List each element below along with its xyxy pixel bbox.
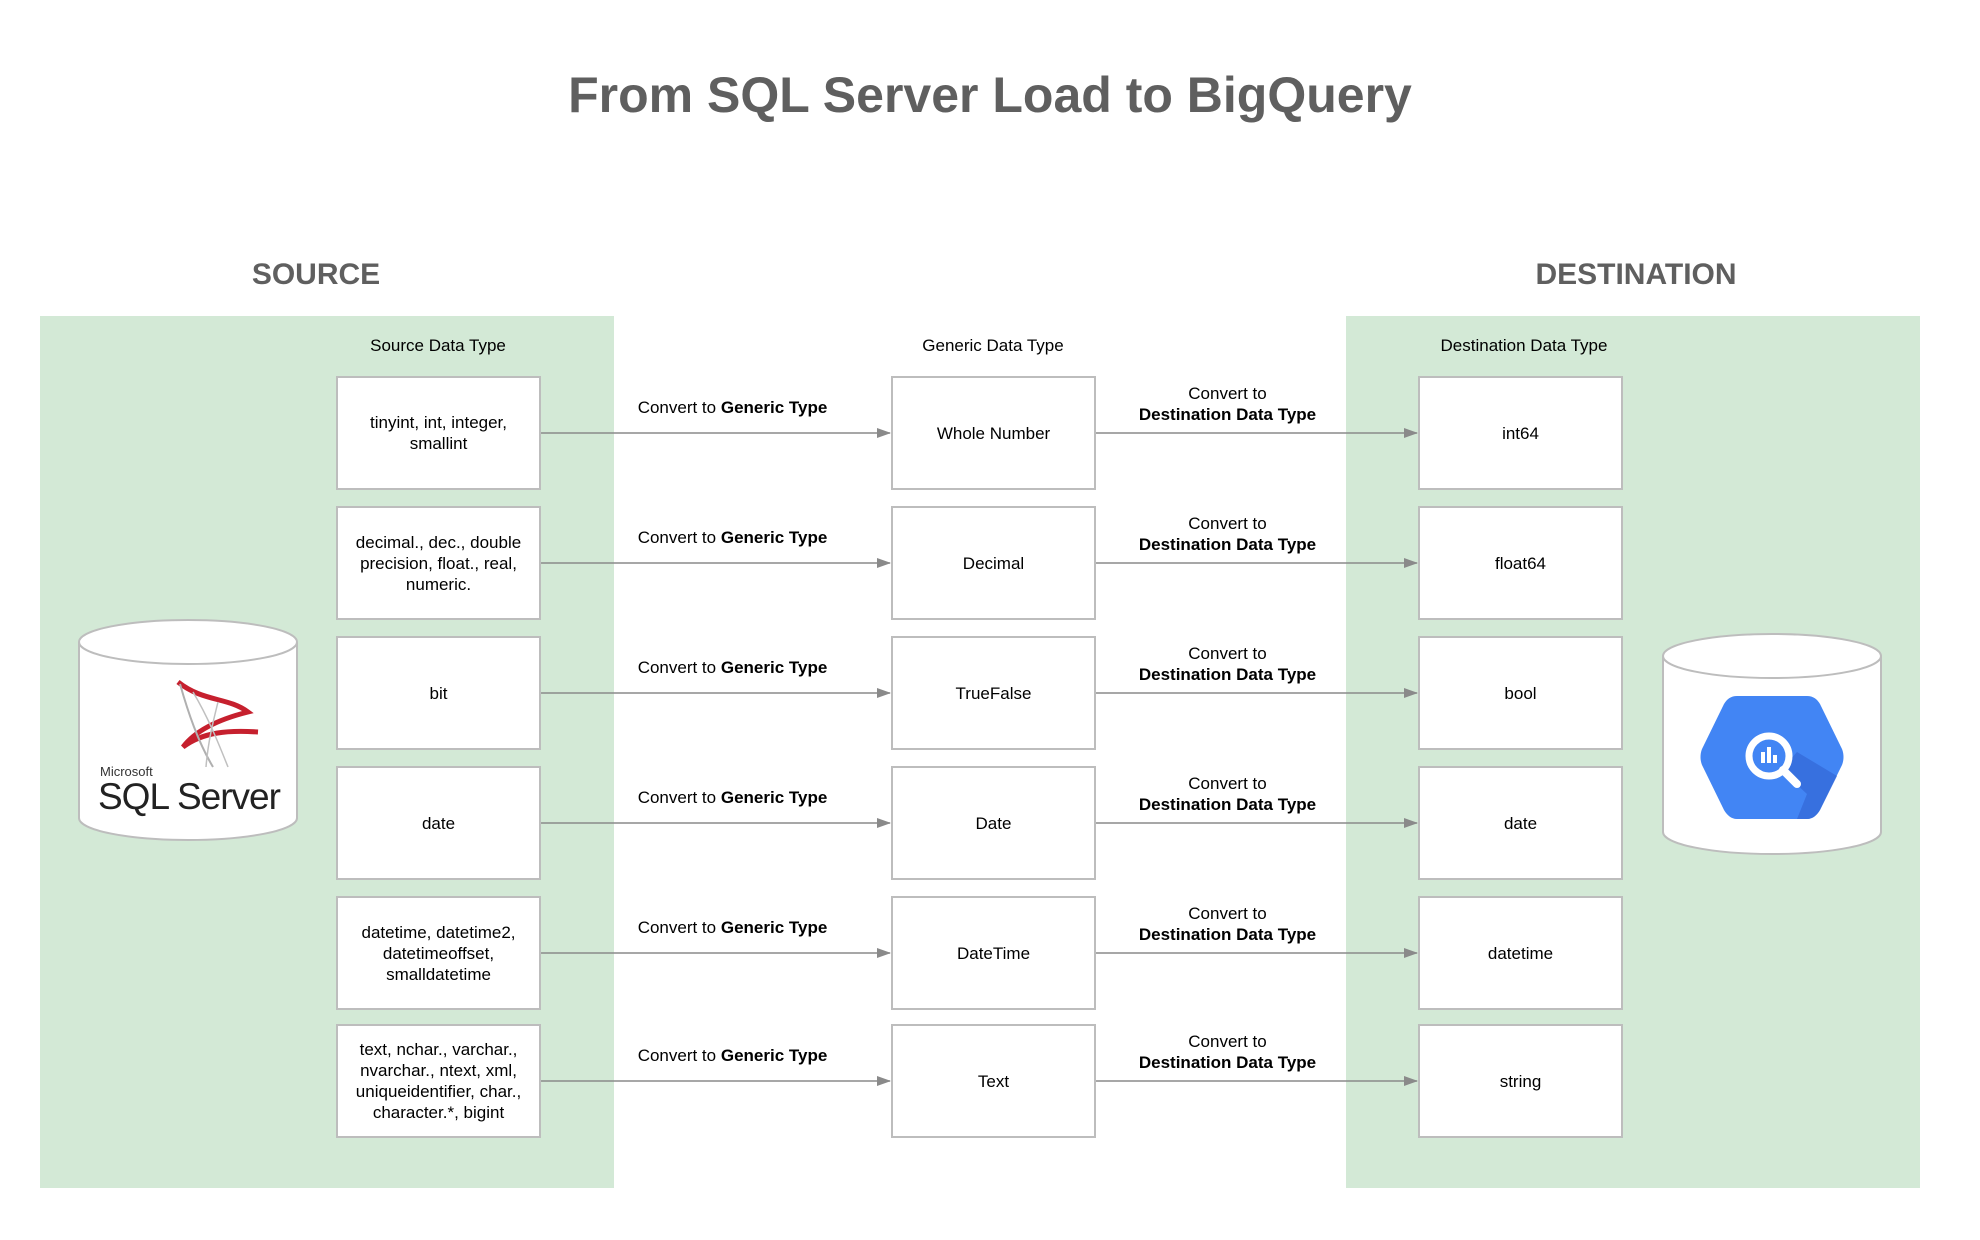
convert-to-generic-bold: Generic Type bbox=[720, 1046, 828, 1065]
source-type-box: decimal., dec., double precision, float.… bbox=[336, 506, 541, 620]
convert-to-destination-bold: Destination Data Type bbox=[1138, 405, 1317, 424]
convert-to-generic-label: Convert to Generic Type bbox=[600, 397, 865, 418]
bigquery-database bbox=[1660, 632, 1884, 858]
source-type-box: tinyint, int, integer, smallint bbox=[336, 376, 541, 490]
source-type-box: date bbox=[336, 766, 541, 880]
destination-type-box: datetime bbox=[1418, 896, 1623, 1010]
convert-to-generic-label: Convert to Generic Type bbox=[600, 1045, 865, 1066]
convert-to-destination-label: Convert to Destination Data Type bbox=[1100, 643, 1355, 685]
convert-to-destination-label: Convert to Destination Data Type bbox=[1100, 1031, 1355, 1073]
source-heading: SOURCE bbox=[251, 258, 381, 291]
destination-type-box: date bbox=[1418, 766, 1623, 880]
convert-to-destination-label: Convert to Destination Data Type bbox=[1100, 383, 1355, 425]
destination-heading: DESTINATION bbox=[1535, 258, 1737, 291]
convert-to-destination-bold: Destination Data Type bbox=[1138, 1053, 1317, 1072]
sql-server-logo-icon bbox=[176, 680, 259, 768]
convert-to-destination-prefix: Convert to bbox=[1188, 644, 1267, 663]
convert-to-generic-prefix: Convert to bbox=[637, 658, 721, 677]
convert-to-generic-label: Convert to Generic Type bbox=[600, 917, 865, 938]
destination-column-header: Destination Data Type bbox=[1440, 336, 1608, 355]
diagram-title: From SQL Server Load to BigQuery bbox=[568, 67, 1412, 123]
convert-to-generic-label: Convert to Generic Type bbox=[600, 527, 865, 548]
convert-to-generic-bold: Generic Type bbox=[720, 658, 828, 677]
convert-to-generic-prefix: Convert to bbox=[637, 398, 721, 417]
convert-to-generic-label: Convert to Generic Type bbox=[600, 787, 865, 808]
convert-to-destination-prefix: Convert to bbox=[1188, 774, 1267, 793]
convert-to-destination-label: Convert to Destination Data Type bbox=[1100, 513, 1355, 555]
convert-to-destination-bold: Destination Data Type bbox=[1138, 535, 1317, 554]
sql-server-logo-text: SQL Server bbox=[98, 776, 281, 817]
destination-type-box: string bbox=[1418, 1024, 1623, 1138]
convert-to-destination-prefix: Convert to bbox=[1188, 1032, 1267, 1051]
source-column-header: Source Data Type bbox=[370, 336, 506, 355]
generic-type-box: TrueFalse bbox=[891, 636, 1096, 750]
source-type-box: text, nchar., varchar., nvarchar., ntext… bbox=[336, 1024, 541, 1138]
convert-to-destination-label: Convert to Destination Data Type bbox=[1100, 773, 1355, 815]
convert-to-generic-prefix: Convert to bbox=[637, 918, 721, 937]
convert-to-generic-label: Convert to Generic Type bbox=[600, 657, 865, 678]
destination-type-box: float64 bbox=[1418, 506, 1623, 620]
convert-to-generic-prefix: Convert to bbox=[637, 1046, 721, 1065]
source-type-box: datetime, datetime2, datetimeoffset, sma… bbox=[336, 896, 541, 1010]
generic-type-box: Decimal bbox=[891, 506, 1096, 620]
sql-server-logo-microsoft: Microsoft bbox=[100, 764, 153, 779]
source-type-box: bit bbox=[336, 636, 541, 750]
bigquery-logo-icon bbox=[1700, 696, 1844, 819]
convert-to-generic-bold: Generic Type bbox=[720, 398, 828, 417]
destination-type-box: bool bbox=[1418, 636, 1623, 750]
generic-type-box: DateTime bbox=[891, 896, 1096, 1010]
convert-to-generic-bold: Generic Type bbox=[720, 788, 828, 807]
convert-to-generic-bold: Generic Type bbox=[720, 918, 828, 937]
convert-to-destination-label: Convert to Destination Data Type bbox=[1100, 903, 1355, 945]
sql-server-database: Microsoft SQL Server bbox=[76, 618, 300, 844]
generic-column-header: Generic Data Type bbox=[922, 336, 1064, 355]
destination-type-box: int64 bbox=[1418, 376, 1623, 490]
convert-to-generic-prefix: Convert to bbox=[637, 528, 721, 547]
convert-to-generic-prefix: Convert to bbox=[637, 788, 721, 807]
convert-to-destination-prefix: Convert to bbox=[1188, 904, 1267, 923]
convert-to-destination-bold: Destination Data Type bbox=[1138, 925, 1317, 944]
generic-type-box: Date bbox=[891, 766, 1096, 880]
convert-to-generic-bold: Generic Type bbox=[720, 528, 828, 547]
convert-to-destination-prefix: Convert to bbox=[1188, 514, 1267, 533]
generic-type-box: Whole Number bbox=[891, 376, 1096, 490]
convert-to-destination-bold: Destination Data Type bbox=[1138, 665, 1317, 684]
generic-type-box: Text bbox=[891, 1024, 1096, 1138]
convert-to-destination-prefix: Convert to bbox=[1188, 384, 1267, 403]
convert-to-destination-bold: Destination Data Type bbox=[1138, 795, 1317, 814]
